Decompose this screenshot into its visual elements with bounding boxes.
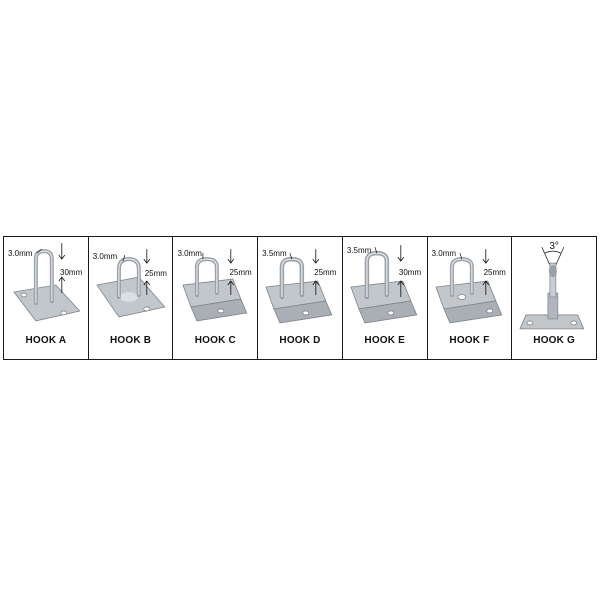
wire-diameter-label: 3.5mm <box>346 246 372 255</box>
hook-f-image <box>435 249 502 324</box>
hook-b-cell: 3.0mm 25mm HOOK B <box>89 237 174 359</box>
hook-d-image <box>265 249 333 324</box>
hook-height-label: 25mm <box>483 268 506 277</box>
hook-height-label: 30mm <box>398 268 422 277</box>
hook-b-image <box>96 249 166 318</box>
hook-d-caption: HOOK D <box>279 335 321 346</box>
hook-c-cell: 3.0mm 25mm HOOK C <box>173 237 259 359</box>
wire-diameter-label: 3.0mm <box>431 249 457 258</box>
hook-height-label: 25mm <box>144 269 167 278</box>
hook-a-caption: HOOK A <box>25 335 67 346</box>
hook-height-label: 30mm <box>60 268 83 277</box>
hook-g-image <box>519 247 585 330</box>
hook-e-image <box>350 245 418 324</box>
hook-height-label: 25mm <box>229 268 252 277</box>
hook-f-cell: 3.0mm 25mm HOOK F <box>428 237 513 359</box>
hook-a-cell: 3.0mm 30mm HOOK A <box>4 237 89 359</box>
hook-c-image <box>182 249 248 322</box>
hook-height-label: 25mm <box>314 268 337 277</box>
hook-d-cell: 3.5mm 25mm HOOK D <box>258 237 343 359</box>
wire-diameter-label: 3.5mm <box>262 249 287 258</box>
tilt-angle-label: 3° <box>549 241 559 252</box>
hook-e-cell: 3.5mm 30mm HOOK E <box>343 237 428 359</box>
hook-f-caption: HOOK F <box>449 335 490 346</box>
wire-diameter-label: 3.0mm <box>92 252 118 261</box>
hook-a-image <box>13 243 81 322</box>
hook-g-cell: 3° HOOK G <box>512 237 596 359</box>
hook-g-caption: HOOK G <box>533 335 576 346</box>
hook-e-caption: HOOK E <box>364 335 406 346</box>
wire-diameter-label: 3.0mm <box>177 249 202 258</box>
hook-c-caption: HOOK C <box>194 335 236 346</box>
wire-diameter-label: 3.0mm <box>8 249 33 258</box>
product-strip: 3.0mm 30mm HOOK A 3.0mm 25mm HOOK B <box>3 236 597 360</box>
hook-b-caption: HOOK B <box>109 335 152 346</box>
